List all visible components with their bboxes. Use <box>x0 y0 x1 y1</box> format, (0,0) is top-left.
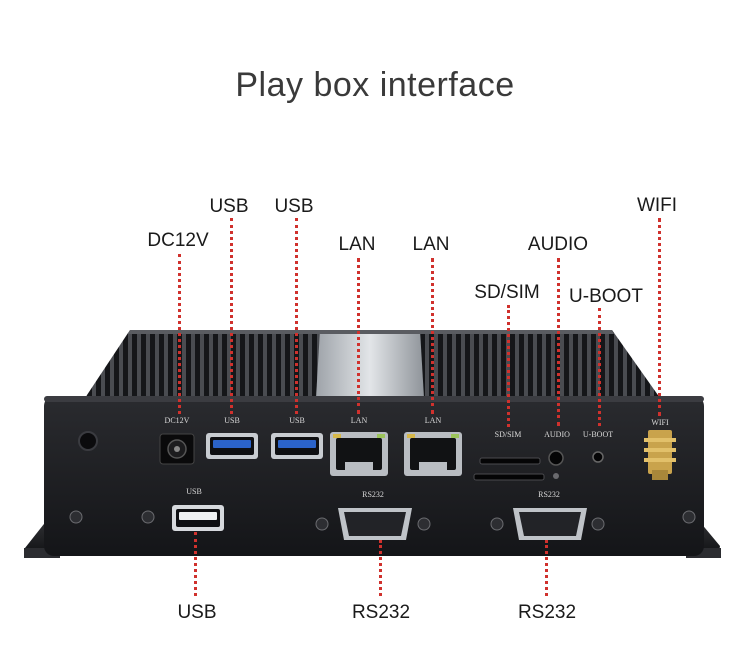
u-boot-button <box>592 451 604 463</box>
leader-line-sd-sim <box>507 305 510 427</box>
callout-dc12v: DC12V <box>147 230 209 251</box>
panel-label-usb-1: USB <box>224 416 240 425</box>
screw-icon <box>69 510 83 524</box>
panel-label-rs232-1: RS232 <box>362 490 384 499</box>
screw-icon <box>417 517 431 531</box>
rs232-port-1 <box>338 508 412 540</box>
screw-icon <box>591 517 605 531</box>
callout-usb-top-2: USB <box>274 196 314 217</box>
callout-u-boot: U-BOOT <box>569 286 643 307</box>
panel-label-rs232-2: RS232 <box>538 490 560 499</box>
leader-line-usb-1 <box>230 218 233 414</box>
panel-label-dc12v: DC12V <box>164 416 190 425</box>
panel-label-sd-sim: SD/SIM <box>494 430 522 439</box>
panel-label-lan-1: LAN <box>350 416 368 425</box>
leader-line-rs232-2 <box>545 540 548 596</box>
panel-label-usb-bottom: USB <box>186 487 202 496</box>
panel-label-audio: AUDIO <box>544 430 570 439</box>
callout-lan-2: LAN <box>412 234 450 255</box>
rs232-port-2 <box>513 508 587 540</box>
panel-label-lan-2: LAN <box>424 416 442 425</box>
lan-port-1 <box>330 432 388 476</box>
screw-icon <box>141 510 155 524</box>
usb-port-2 <box>271 433 323 459</box>
callout-usb-bottom: USB <box>177 602 217 623</box>
power-button-icon <box>78 431 98 451</box>
leader-line-rs232-1 <box>379 540 382 596</box>
callout-rs232-2: RS232 <box>517 602 577 623</box>
callout-rs232-1: RS232 <box>351 602 411 623</box>
leader-line-dc12v <box>178 254 181 414</box>
callout-usb-top-1: USB <box>209 196 249 217</box>
leader-line-usb-bottom <box>194 532 197 596</box>
leader-line-u-boot <box>598 308 601 426</box>
leader-line-audio <box>557 258 560 426</box>
panel-label-u-boot: U-BOOT <box>582 430 614 439</box>
heatsink-top <box>85 330 660 398</box>
usb-port-1 <box>206 433 258 459</box>
callout-wifi: WIFI <box>636 195 678 216</box>
leader-line-usb-2 <box>295 218 298 414</box>
screw-icon <box>682 510 696 524</box>
panel-label-usb-2: USB <box>289 416 305 425</box>
screw-icon <box>490 517 504 531</box>
callout-audio: AUDIO <box>527 234 589 255</box>
page-title: Play box interface <box>235 66 515 104</box>
lan-port-2 <box>404 432 462 476</box>
dc-jack-port <box>159 433 195 465</box>
leader-line-lan-2 <box>431 258 434 414</box>
callout-lan-1: LAN <box>338 234 376 255</box>
wifi-antenna-connector <box>644 430 676 480</box>
leader-line-wifi <box>658 218 661 416</box>
leader-line-lan-1 <box>357 258 360 414</box>
sd-sim-slot <box>473 457 545 481</box>
usb-port-bottom <box>172 505 224 531</box>
panel-label-wifi: WIFI <box>651 418 669 427</box>
screw-icon <box>315 517 329 531</box>
callout-sd-sim: SD/SIM <box>474 282 540 303</box>
audio-jack <box>548 450 564 479</box>
